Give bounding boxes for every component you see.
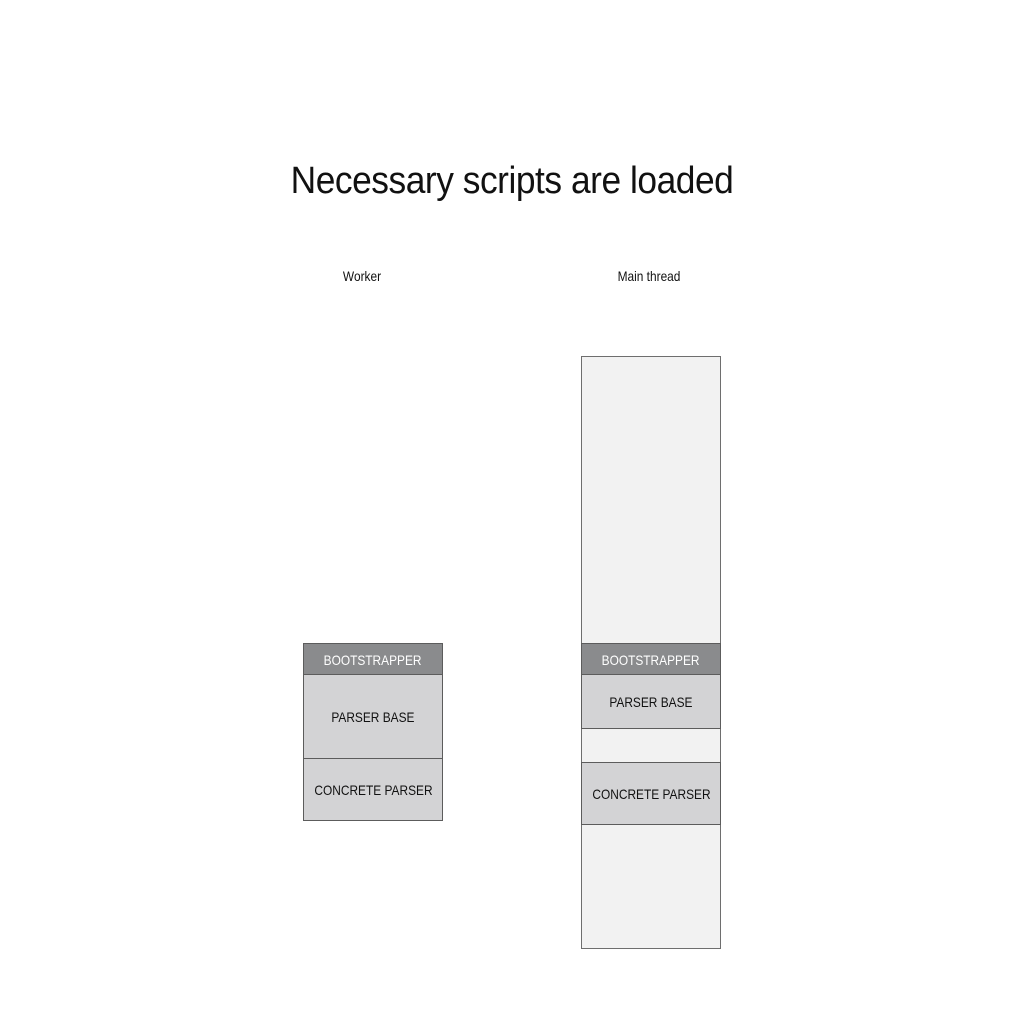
worker-column-label: Worker <box>342 268 382 284</box>
main-parser-base-block: PARSER BASE <box>581 674 721 729</box>
main-bootstrapper-label: BOOTSTRAPPER <box>602 651 700 668</box>
worker-concrete-parser-label: CONCRETE PARSER <box>313 781 433 798</box>
worker-concrete-parser-block: CONCRETE PARSER <box>303 758 443 821</box>
main-concrete-parser-label: CONCRETE PARSER <box>591 785 711 802</box>
worker-bootstrapper-block: BOOTSTRAPPER <box>303 643 443 676</box>
worker-bootstrapper-label: BOOTSTRAPPER <box>324 651 422 668</box>
diagram-title: Necessary scripts are loaded <box>290 160 734 202</box>
main-parser-base-label: PARSER BASE <box>609 693 693 710</box>
worker-parser-base-block: PARSER BASE <box>303 674 443 760</box>
main-concrete-parser-block: CONCRETE PARSER <box>581 762 721 825</box>
main-thread-column-label: Main thread <box>617 268 681 284</box>
main-bootstrapper-block: BOOTSTRAPPER <box>581 643 721 676</box>
worker-parser-base-label: PARSER BASE <box>331 709 415 725</box>
